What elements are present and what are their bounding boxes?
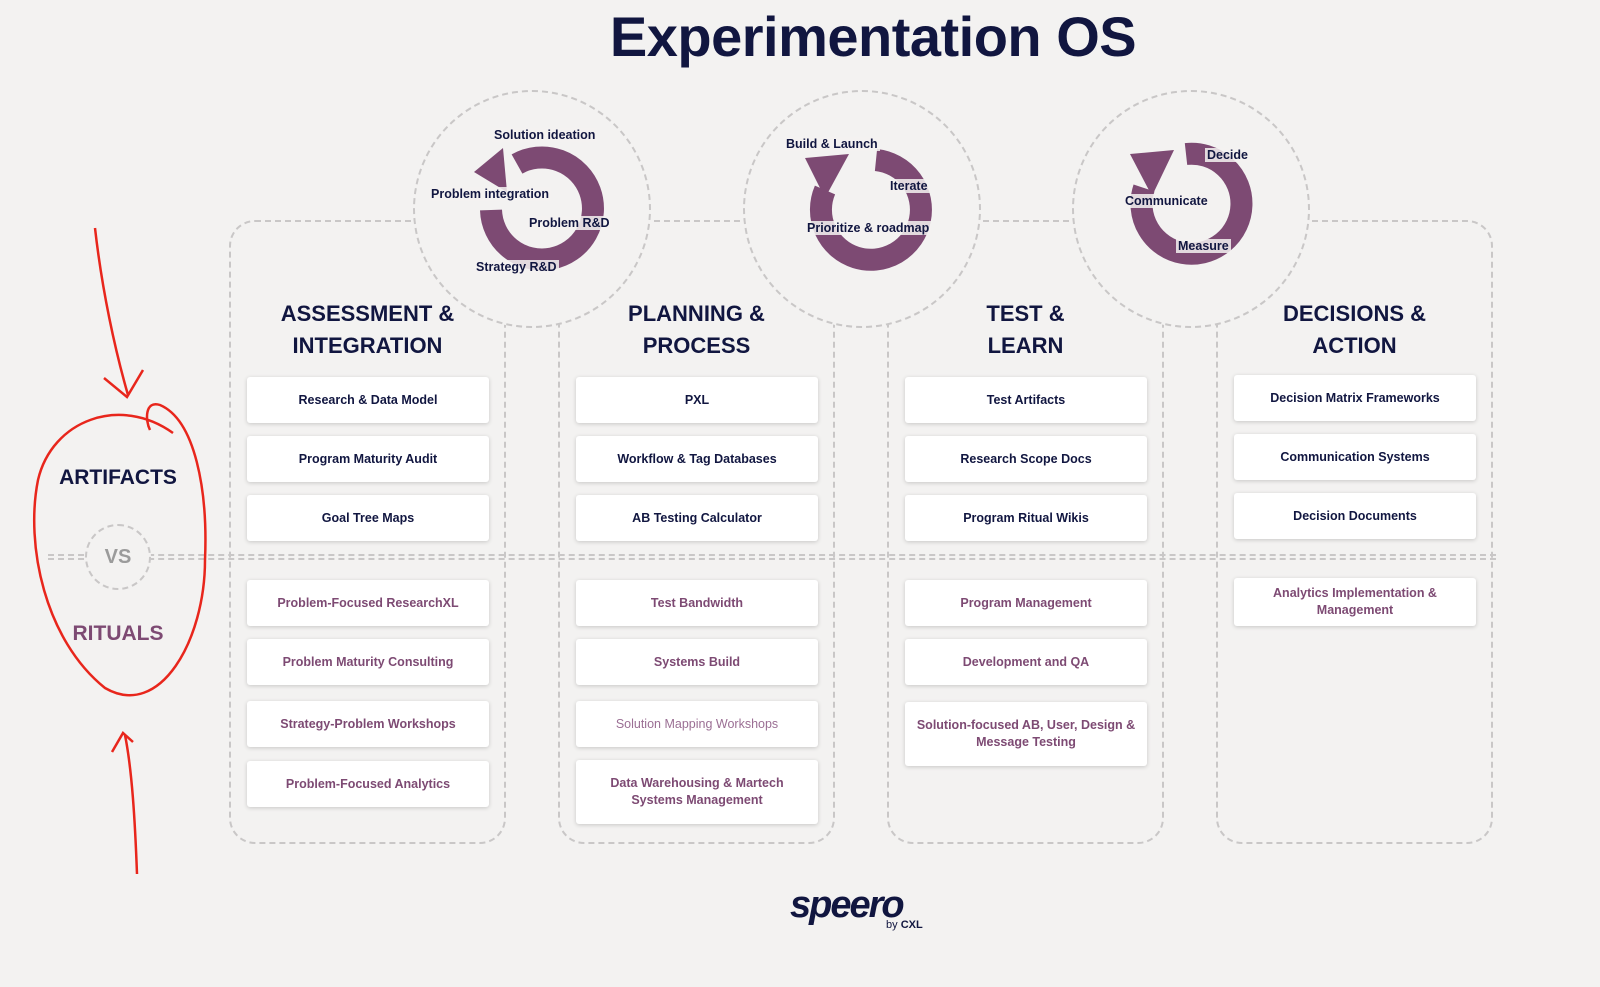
- artifact-card: Research Scope Docs: [905, 436, 1147, 482]
- cycle-label-solution-ideation: Solution ideation: [492, 128, 598, 142]
- speero-logo: speero: [790, 884, 905, 926]
- ritual-card: Data Warehousing & Martech Systems Manag…: [576, 760, 818, 824]
- column-title-line: TEST &: [986, 301, 1065, 326]
- ritual-card: Program Management: [905, 580, 1147, 626]
- artifact-card: Decision Matrix Frameworks: [1234, 375, 1476, 421]
- cycle-label-decide: Decide: [1205, 148, 1250, 162]
- ritual-card: Solution Mapping Workshops: [576, 701, 818, 747]
- cycle-label-problem-integration: Problem integration: [429, 187, 552, 201]
- artifact-card: Test Artifacts: [905, 377, 1147, 423]
- ritual-card: Problem-Focused Analytics: [247, 761, 489, 807]
- artifact-card: Decision Documents: [1234, 493, 1476, 539]
- ritual-card: Problem-Focused ResearchXL: [247, 580, 489, 626]
- cycle-label-iterate: Iterate: [888, 179, 930, 193]
- artifact-card: Goal Tree Maps: [247, 495, 489, 541]
- artifact-card: Research & Data Model: [247, 377, 489, 423]
- ritual-card: Strategy-Problem Workshops: [247, 701, 489, 747]
- artifact-card: PXL: [576, 377, 818, 423]
- column-decisions-frame: [1216, 220, 1493, 844]
- rituals-label: RITUALS: [72, 622, 164, 645]
- column-title-line: ACTION: [1312, 333, 1397, 358]
- column-assessment-frame: [229, 220, 506, 844]
- column-title-test: TEST & LEARN: [887, 298, 1164, 362]
- ritual-card: Systems Build: [576, 639, 818, 685]
- ritual-card: Solution-focused AB, User, Design & Mess…: [905, 702, 1147, 766]
- cycle-label-measure: Measure: [1176, 239, 1231, 253]
- column-title-line: INTEGRATION: [292, 333, 443, 358]
- artifacts-label: ARTIFACTS: [59, 466, 177, 489]
- column-title-line: ASSESSMENT &: [280, 301, 455, 326]
- cycle-label-communicate: Communicate: [1123, 194, 1210, 208]
- by-cxl-label: by CXL: [886, 919, 923, 931]
- artifact-card: Program Ritual Wikis: [905, 495, 1147, 541]
- column-title-line: PROCESS: [642, 333, 751, 358]
- cycle-label-problem-rd: Problem R&D: [527, 216, 612, 230]
- column-title-assessment: ASSESSMENT & INTEGRATION: [229, 298, 506, 362]
- artifact-card: Communication Systems: [1234, 434, 1476, 480]
- ritual-card: Analytics Implementation & Management: [1234, 578, 1476, 626]
- artifact-card: Program Maturity Audit: [247, 436, 489, 482]
- column-title-line: PLANNING &: [628, 301, 765, 326]
- column-test-frame: [887, 220, 1164, 844]
- column-title-line: DECISIONS &: [1282, 301, 1427, 326]
- ritual-card: Test Bandwidth: [576, 580, 818, 626]
- cycle-label-prioritize-roadmap: Prioritize & roadmap: [805, 221, 932, 235]
- artifact-card: AB Testing Calculator: [576, 495, 818, 541]
- column-title-line: LEARN: [987, 333, 1064, 358]
- artifact-card: Workflow & Tag Databases: [576, 436, 818, 482]
- ritual-card: Development and QA: [905, 639, 1147, 685]
- cycle-label-strategy-rd: Strategy R&D: [474, 260, 559, 274]
- ritual-card: Problem Maturity Consulting: [247, 639, 489, 685]
- column-title-decisions: DECISIONS & ACTION: [1216, 298, 1493, 362]
- artifacts-rituals-divider: [48, 554, 1496, 560]
- cycle-circle-planning: [743, 90, 981, 328]
- cycle-arrow-icon: [474, 146, 604, 271]
- column-title-planning: PLANNING & PROCESS: [558, 298, 835, 362]
- column-planning-frame: [558, 220, 835, 844]
- page-title: Experimentation OS: [609, 5, 1137, 68]
- cycle-label-build-launch: Build & Launch: [784, 137, 880, 151]
- vs-badge: VS: [85, 524, 151, 590]
